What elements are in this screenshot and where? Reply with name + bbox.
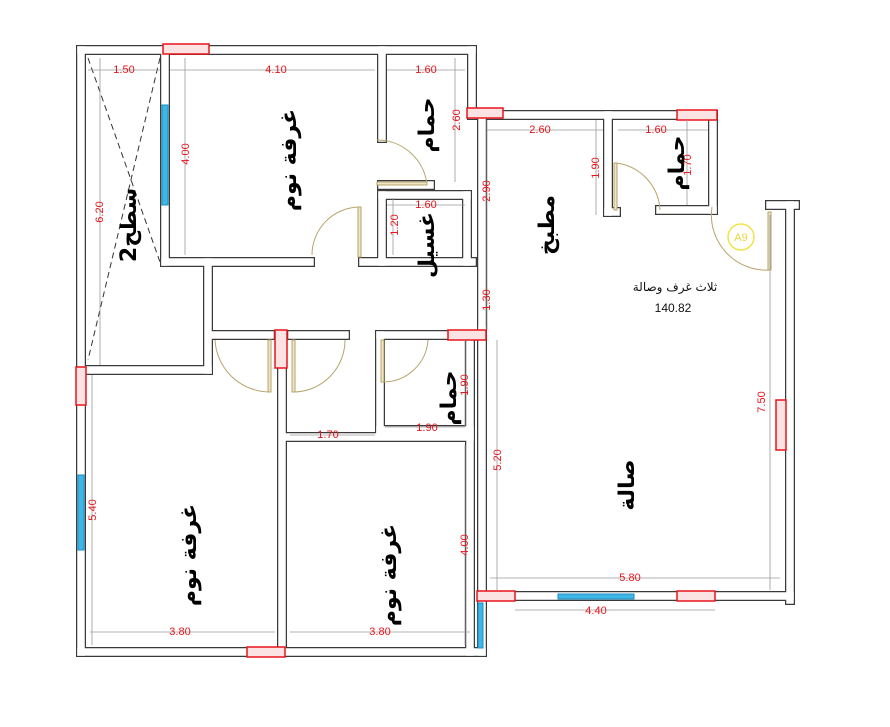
dim-bath-mid-height: 1.90 bbox=[459, 374, 471, 395]
dimension-labels: 1.50 4.10 1.60 6.20 4.00 2.60 1.60 1.20 … bbox=[87, 64, 768, 638]
dim-roof-width: 1.50 bbox=[113, 64, 134, 76]
plan-area: 140.82 bbox=[655, 301, 692, 315]
glass-window bbox=[557, 593, 635, 600]
room-roof: سطح2 bbox=[117, 188, 142, 262]
dim-bath-mid-width: 1.90 bbox=[416, 422, 437, 434]
dim-bed-mid-width: 3.80 bbox=[369, 626, 390, 638]
dim-living-width: 5.80 bbox=[619, 572, 640, 584]
dim-roof-height: 6.20 bbox=[94, 201, 106, 222]
room-bedroom-top: غرفة نوم bbox=[277, 109, 302, 211]
window bbox=[246, 646, 286, 658]
dim-bath-right-side: 1.90 bbox=[590, 157, 602, 178]
window bbox=[162, 43, 210, 55]
dim-window-width: 4.40 bbox=[585, 605, 606, 617]
dimension-lines bbox=[88, 58, 780, 645]
dim-corridor-width: 1.70 bbox=[317, 429, 338, 441]
dim-bed-top-height: 4.00 bbox=[180, 143, 192, 164]
dim-kitchen-height: 2.90 bbox=[481, 180, 493, 201]
room-bedroom-mid: غرفة نوم bbox=[377, 524, 402, 626]
window bbox=[676, 109, 718, 121]
window bbox=[75, 366, 87, 406]
room-kitchen: مطبخ bbox=[535, 195, 560, 255]
room-bath-middle: حمام bbox=[437, 371, 462, 426]
dim-bed-left-width: 3.80 bbox=[169, 626, 190, 638]
room-labels: غرفة نوم حمام غسيل سطح2 مطبخ حمام حمام غ… bbox=[117, 98, 690, 627]
glass-window bbox=[477, 602, 484, 649]
dim-bath-top-height: 2.60 bbox=[451, 109, 463, 130]
window bbox=[274, 329, 288, 369]
dim-living-height: 7.50 bbox=[756, 391, 768, 412]
windows bbox=[75, 43, 787, 658]
room-bath-right: حمام bbox=[665, 136, 690, 191]
roof-void-cross bbox=[87, 57, 161, 361]
dim-bed-left-height: 5.40 bbox=[87, 499, 99, 520]
window bbox=[447, 329, 487, 341]
dim-bed-mid-height: 4.00 bbox=[459, 534, 471, 555]
plan-summary-title: ثلاث غرف وصالة bbox=[633, 280, 718, 295]
dim-living-side: 5.20 bbox=[492, 449, 504, 470]
window bbox=[466, 107, 504, 119]
dim-bed-top-width: 4.10 bbox=[265, 64, 286, 76]
dim-kitchen-gap: 1.30 bbox=[481, 289, 493, 310]
room-bedroom-left: غرفة نوم bbox=[177, 504, 202, 606]
dim-bath-right-width: 1.60 bbox=[645, 124, 666, 136]
tag-label: A9 bbox=[734, 232, 747, 244]
window bbox=[676, 590, 716, 602]
dim-bath-top-width: 1.60 bbox=[415, 64, 436, 76]
doors bbox=[214, 139, 772, 393]
tag-marker: A9 bbox=[727, 223, 755, 251]
window bbox=[476, 590, 516, 602]
room-living: صالة bbox=[615, 459, 640, 510]
glass-window bbox=[77, 474, 85, 551]
dim-kitchen-width: 2.60 bbox=[529, 124, 550, 136]
room-laundry: غسيل bbox=[415, 212, 440, 278]
window bbox=[775, 399, 787, 451]
glass-window bbox=[161, 104, 169, 206]
dim-laundry-height: 1.20 bbox=[389, 214, 401, 235]
dim-laundry-width: 1.60 bbox=[415, 199, 436, 211]
dim-bath-right-height: 1.70 bbox=[682, 154, 694, 175]
room-bath-top: حمام bbox=[415, 98, 440, 153]
